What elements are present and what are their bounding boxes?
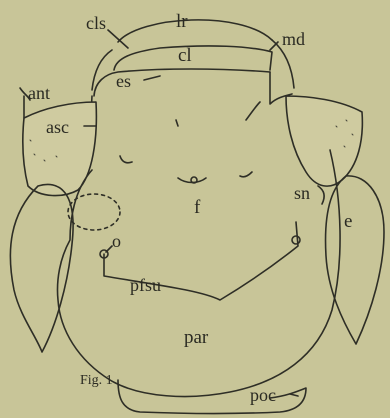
- leader-cls: [108, 30, 128, 48]
- label-f: f: [194, 198, 200, 217]
- frons-mark-upper-right: [246, 102, 260, 120]
- label-md: md: [282, 30, 305, 48]
- right-ocellus: [292, 236, 300, 244]
- label-poc: poc: [250, 386, 276, 404]
- leader-poc: [290, 394, 298, 396]
- right-antennal-sclerite: [286, 96, 362, 186]
- left-mandible-outline: [92, 50, 112, 90]
- subgenal-notch: [318, 186, 324, 204]
- postocciput-outline: [118, 380, 306, 414]
- label-lr: lr: [176, 12, 188, 31]
- leader-es: [144, 76, 160, 80]
- frons-mark-right: [240, 172, 252, 177]
- label-es: es: [116, 72, 131, 90]
- leader-md: [270, 42, 278, 50]
- label-sn: sn: [294, 184, 310, 202]
- label-pfsu: pfsu: [130, 276, 161, 294]
- label-cls: cls: [86, 14, 106, 32]
- label-e: e: [344, 212, 352, 231]
- right-compound-eye: [326, 176, 384, 344]
- frons-mark-upper: [176, 120, 178, 126]
- label-cl: cl: [178, 46, 192, 65]
- labrum-outline: [118, 20, 272, 42]
- label-o: o: [112, 232, 121, 250]
- frons-mark-left: [120, 156, 132, 163]
- label-asc: asc: [46, 118, 69, 136]
- ocellus-area: [68, 194, 120, 230]
- clypeus-outline: [114, 46, 272, 70]
- figure-caption: Fig. 1: [80, 374, 113, 388]
- label-par: par: [184, 328, 208, 347]
- label-ant: ant: [28, 84, 50, 102]
